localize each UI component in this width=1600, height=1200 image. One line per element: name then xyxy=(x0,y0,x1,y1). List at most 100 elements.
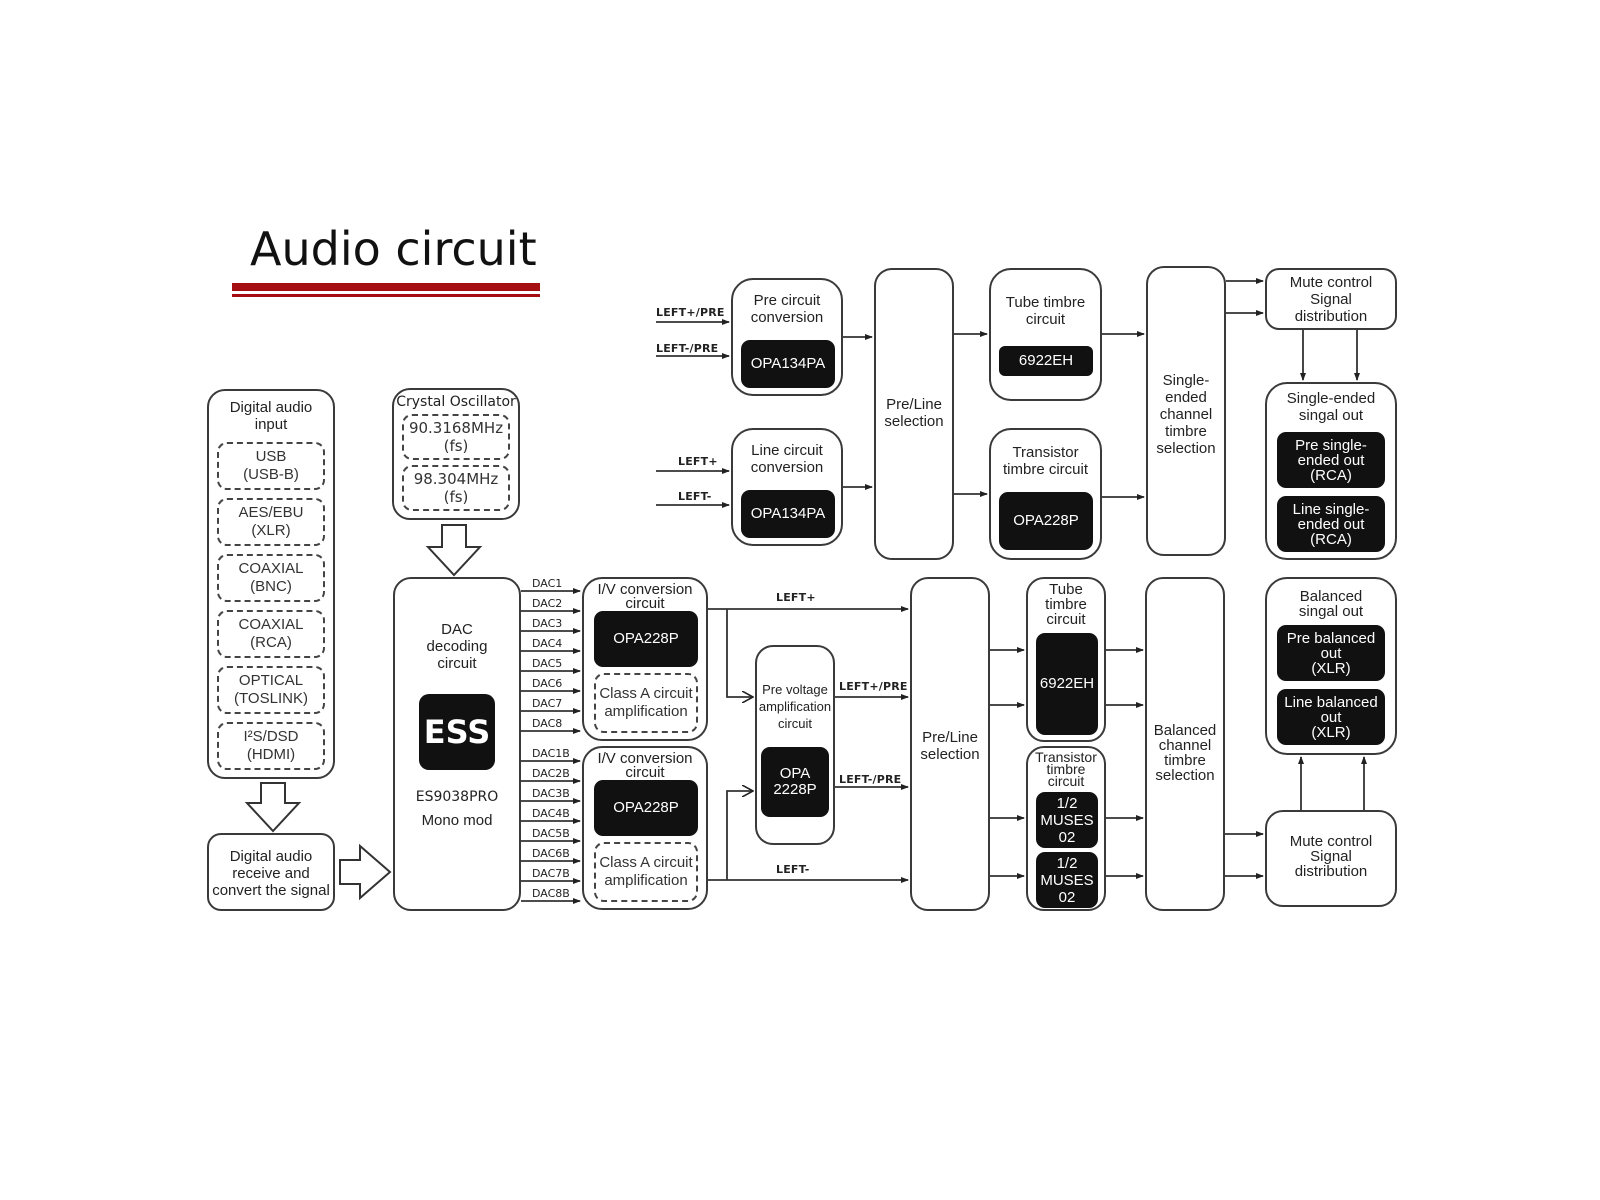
crystal-freq-1: 90.3168MHz (fs) xyxy=(402,414,510,460)
single-ended-output-heading: Single-ended singal out xyxy=(1286,390,1376,424)
dac-model: ES9038PRO xyxy=(415,789,499,805)
single-ended-output-group: Single-ended singal out Pre single- ende… xyxy=(1265,382,1397,560)
pre-conversion-chip: OPA134PA xyxy=(741,340,835,388)
signal-in-left-minus-pre: LEFT-/PRE xyxy=(656,342,719,355)
balanced-output-group: Balanced singal out Pre balanced out (XL… xyxy=(1265,577,1397,755)
line-balanced-xlr: Line balanced out (XLR) xyxy=(1277,689,1385,745)
pre-conversion-label: Pre circuit conversion xyxy=(750,292,824,326)
pre-voltage-label: Pre voltage amplification circuit xyxy=(758,682,832,731)
dac-label: DAC decoding circuit xyxy=(426,621,488,672)
dac-decoding-box: DAC decoding circuit ESS ES9038PRO Mono … xyxy=(393,577,521,911)
transistor-lower-label: Transistor timbre circuit xyxy=(1035,749,1097,789)
tube-lower-label: Tube timbre circuit xyxy=(1045,581,1087,628)
digital-input-heading: Digital audio input xyxy=(229,399,313,433)
signal-in-left-minus: LEFT- xyxy=(678,490,712,503)
mute-control-lower: Mute control Signal distribution xyxy=(1265,810,1397,907)
dac-output-label: DAC7 xyxy=(532,697,563,710)
tube-timbre-upper: Tube timbre circuit 6922EH xyxy=(989,268,1102,401)
pre-balanced-xlr: Pre balanced out (XLR) xyxy=(1277,625,1385,681)
ess-logo-chip: ESS xyxy=(419,694,495,770)
balanced-timbre-selection-label: Balanced channel timbre selection xyxy=(1153,722,1217,784)
transistor-timbre-upper: Transistor timbre circuit OPA228P xyxy=(989,428,1102,560)
tube-upper-chip: 6922EH xyxy=(999,346,1093,376)
dac-output-label: DAC2 xyxy=(532,597,563,610)
dac-output-label: DAC6B xyxy=(532,847,570,860)
dac-output-label: DAC3 xyxy=(532,617,563,630)
single-ended-timbre-selection-label: Single- ended channel timbre selection xyxy=(1156,372,1216,457)
mute-control-upper: Mute control Signal distribution xyxy=(1265,268,1397,330)
receiver-label: Digital audio receive and convert the si… xyxy=(212,848,330,899)
muses02-chip-1: 1/2 MUSES 02 xyxy=(1036,792,1098,848)
line-single-ended-rca: Line single- ended out (RCA) xyxy=(1277,496,1385,552)
dac-output-label: DAC4 xyxy=(532,637,563,650)
digital-input-item: OPTICAL (TOSLINK) xyxy=(217,666,325,714)
crystal-freq-1-text: 90.3168MHz (fs) xyxy=(408,419,504,455)
dac-mode: Mono mod xyxy=(421,812,493,829)
single-ended-timbre-selection: Single- ended channel timbre selection xyxy=(1146,266,1226,556)
pre-line-selection-lower: Pre/Line selection xyxy=(910,577,990,911)
arrow-input-to-receiver xyxy=(244,782,302,833)
diagram-title: Audio circuit xyxy=(250,222,537,276)
iv-lower-classA: Class A circuit amplification xyxy=(594,842,698,902)
signal-left-minus-pre: LEFT-/PRE xyxy=(839,773,902,786)
signal-left-minus: LEFT- xyxy=(776,863,810,876)
balanced-output-heading: Balanced singal out xyxy=(1298,588,1364,620)
dac-output-label: DAC8B xyxy=(532,887,570,900)
dac-output-label: DAC7B xyxy=(532,867,570,880)
signal-left-plus-pre: LEFT+/PRE xyxy=(839,680,908,693)
crystal-freq-2: 98.304MHz (fs) xyxy=(402,465,510,511)
crystal-freq-2-text: 98.304MHz (fs) xyxy=(413,470,499,506)
pre-circuit-conversion: Pre circuit conversion OPA134PA xyxy=(731,278,843,396)
dac-output-label: DAC4B xyxy=(532,807,570,820)
wire-left-plus-to-prevoltage xyxy=(726,609,753,697)
title-underline-thin xyxy=(232,294,540,297)
transistor-timbre-lower: Transistor timbre circuit 1/2 MUSES 02 1… xyxy=(1026,746,1106,911)
signal-in-left-plus: LEFT+ xyxy=(678,455,718,468)
muses02-chip-2: 1/2 MUSES 02 xyxy=(1036,852,1098,908)
digital-receiver-box: Digital audio receive and convert the si… xyxy=(207,833,335,911)
pre-single-ended-rca: Pre single- ended out (RCA) xyxy=(1277,432,1385,488)
digital-input-item: USB (USB-B) xyxy=(217,442,325,490)
pre-voltage-chip: OPA 2228P xyxy=(761,747,829,817)
digital-input-item: AES/EBU (XLR) xyxy=(217,498,325,546)
pre-line-selection-lower-label: Pre/Line selection xyxy=(920,729,980,763)
dac-output-label: DAC8 xyxy=(532,717,563,730)
tube-timbre-lower: Tube timbre circuit 6922EH xyxy=(1026,577,1106,742)
dac-output-label: DAC5B xyxy=(532,827,570,840)
line-conversion-label: Line circuit conversion xyxy=(750,442,824,476)
line-conversion-chip: OPA134PA xyxy=(741,490,835,538)
digital-input-item: COAXIAL (BNC) xyxy=(217,554,325,602)
iv-conversion-upper: I/V conversion circuit OPA228P Class A c… xyxy=(582,577,708,741)
dac-output-label: DAC6 xyxy=(532,677,563,690)
dac-output-label: DAC1B xyxy=(532,747,570,760)
dac-output-label: DAC1 xyxy=(532,577,563,590)
transistor-upper-label: Transistor timbre circuit xyxy=(1002,444,1088,478)
iv-lower-label: I/V conversion circuit xyxy=(597,750,693,781)
pre-voltage-amp-box: Pre voltage amplification circuit OPA 22… xyxy=(755,645,835,845)
iv-conversion-lower: I/V conversion circuit OPA228P Class A c… xyxy=(582,746,708,910)
iv-upper-classA: Class A circuit amplification xyxy=(594,673,698,733)
pre-line-selection-upper: Pre/Line selection xyxy=(874,268,954,560)
iv-upper-label: I/V conversion circuit xyxy=(597,581,693,612)
mute-lower-label: Mute control Signal distribution xyxy=(1289,833,1373,880)
dac-output-label: DAC5 xyxy=(532,657,563,670)
transistor-upper-chip: OPA228P xyxy=(999,492,1093,550)
arrow-receiver-to-dac xyxy=(339,843,392,901)
tube-lower-chip: 6922EH xyxy=(1036,633,1098,735)
pre-line-selection-upper-label: Pre/Line selection xyxy=(884,396,944,430)
arrow-crystal-to-dac xyxy=(425,524,483,577)
line-circuit-conversion: Line circuit conversion OPA134PA xyxy=(731,428,843,546)
tube-upper-label: Tube timbre circuit xyxy=(1005,294,1086,328)
signal-in-left-plus-pre: LEFT+/PRE xyxy=(656,306,725,319)
signal-left-plus: LEFT+ xyxy=(776,591,816,604)
balanced-timbre-selection: Balanced channel timbre selection xyxy=(1145,577,1225,911)
dac-output-label: DAC3B xyxy=(532,787,570,800)
iv-upper-chip: OPA228P xyxy=(594,611,698,667)
mute-upper-label: Mute control Signal distribution xyxy=(1289,274,1373,325)
digital-input-item: I²S/DSD (HDMI) xyxy=(217,722,325,770)
title-underline xyxy=(232,283,540,291)
crystal-heading: Crystal Oscillator xyxy=(396,394,516,410)
wire-left-minus-to-prevoltage xyxy=(726,791,753,880)
